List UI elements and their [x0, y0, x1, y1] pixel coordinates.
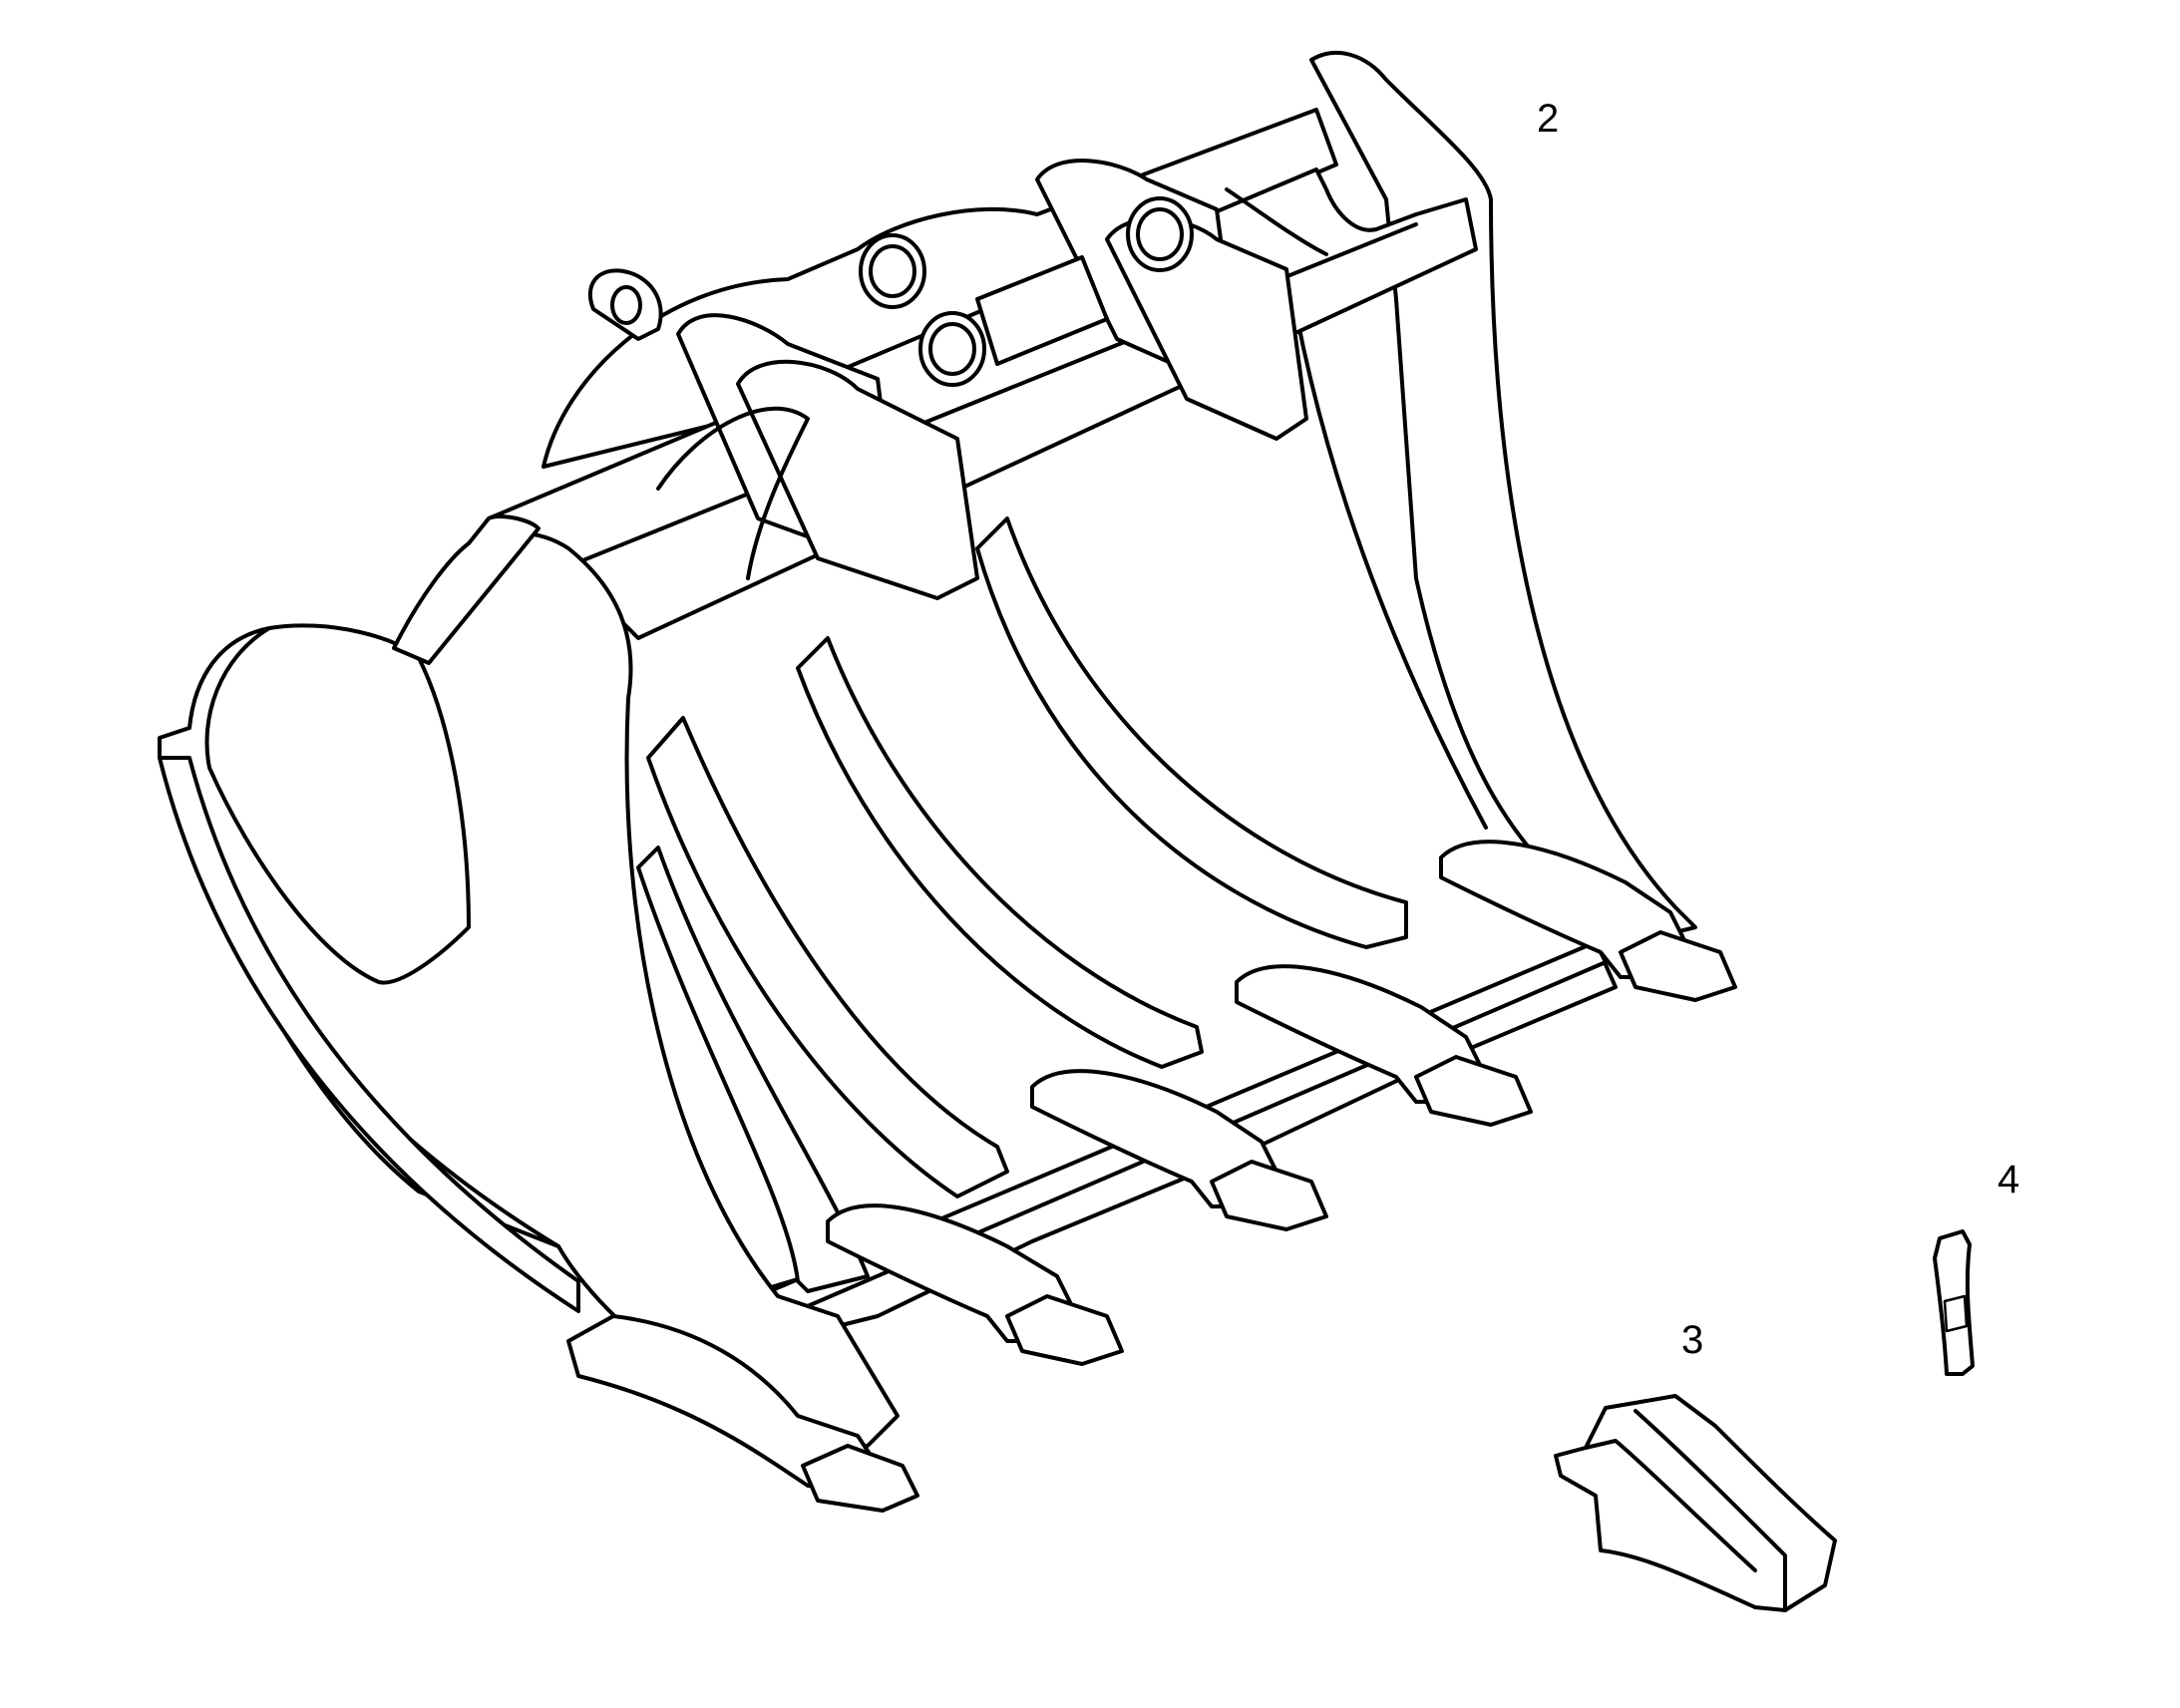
tooth-tip-3 [1210, 1160, 1328, 1231]
tooth-tip-1 [801, 1444, 919, 1513]
tooth-tip-4 [1414, 1055, 1533, 1127]
side-wear-strip [158, 756, 580, 1313]
tooth-body [1554, 1394, 1837, 1612]
right-end-plate [1309, 50, 1697, 944]
tine-1 [636, 846, 870, 1293]
callout-3: 3 [1681, 1318, 1703, 1362]
bracket-hook-right [1225, 187, 1328, 256]
callout-4: 4 [1998, 1158, 2019, 1201]
tooth-set [566, 840, 1737, 1513]
tooth-tip-2 [1005, 1294, 1124, 1366]
tine-3 [796, 636, 1204, 1069]
lifting-eye-hole [610, 285, 642, 325]
bracket-hook-left [656, 406, 810, 580]
tooth-body-edge [1584, 1439, 1757, 1572]
tooth-body-ridge [1634, 1409, 1787, 1612]
tooth-tip-5 [1619, 930, 1737, 1002]
pin-boss-2 [1126, 196, 1194, 272]
pin-shaft [975, 255, 1109, 366]
mount-bracket-left-2 [736, 359, 979, 600]
bucket-tooth-part [1554, 1394, 1837, 1612]
tine-2 [646, 716, 1009, 1198]
tine-4 [975, 516, 1408, 949]
tine-5-inner-edge [1294, 312, 1488, 830]
retainer-pin [1933, 1229, 1975, 1376]
tooth-pin-part [1933, 1229, 1975, 1376]
retainer-pin-latch [1943, 1294, 1969, 1333]
pin-boss-3 [918, 311, 986, 387]
rock-bucket [158, 50, 1737, 1513]
callout-2: 2 [1537, 97, 1559, 141]
left-side-plate-top [392, 514, 541, 665]
pin-boss-1 [859, 233, 926, 309]
